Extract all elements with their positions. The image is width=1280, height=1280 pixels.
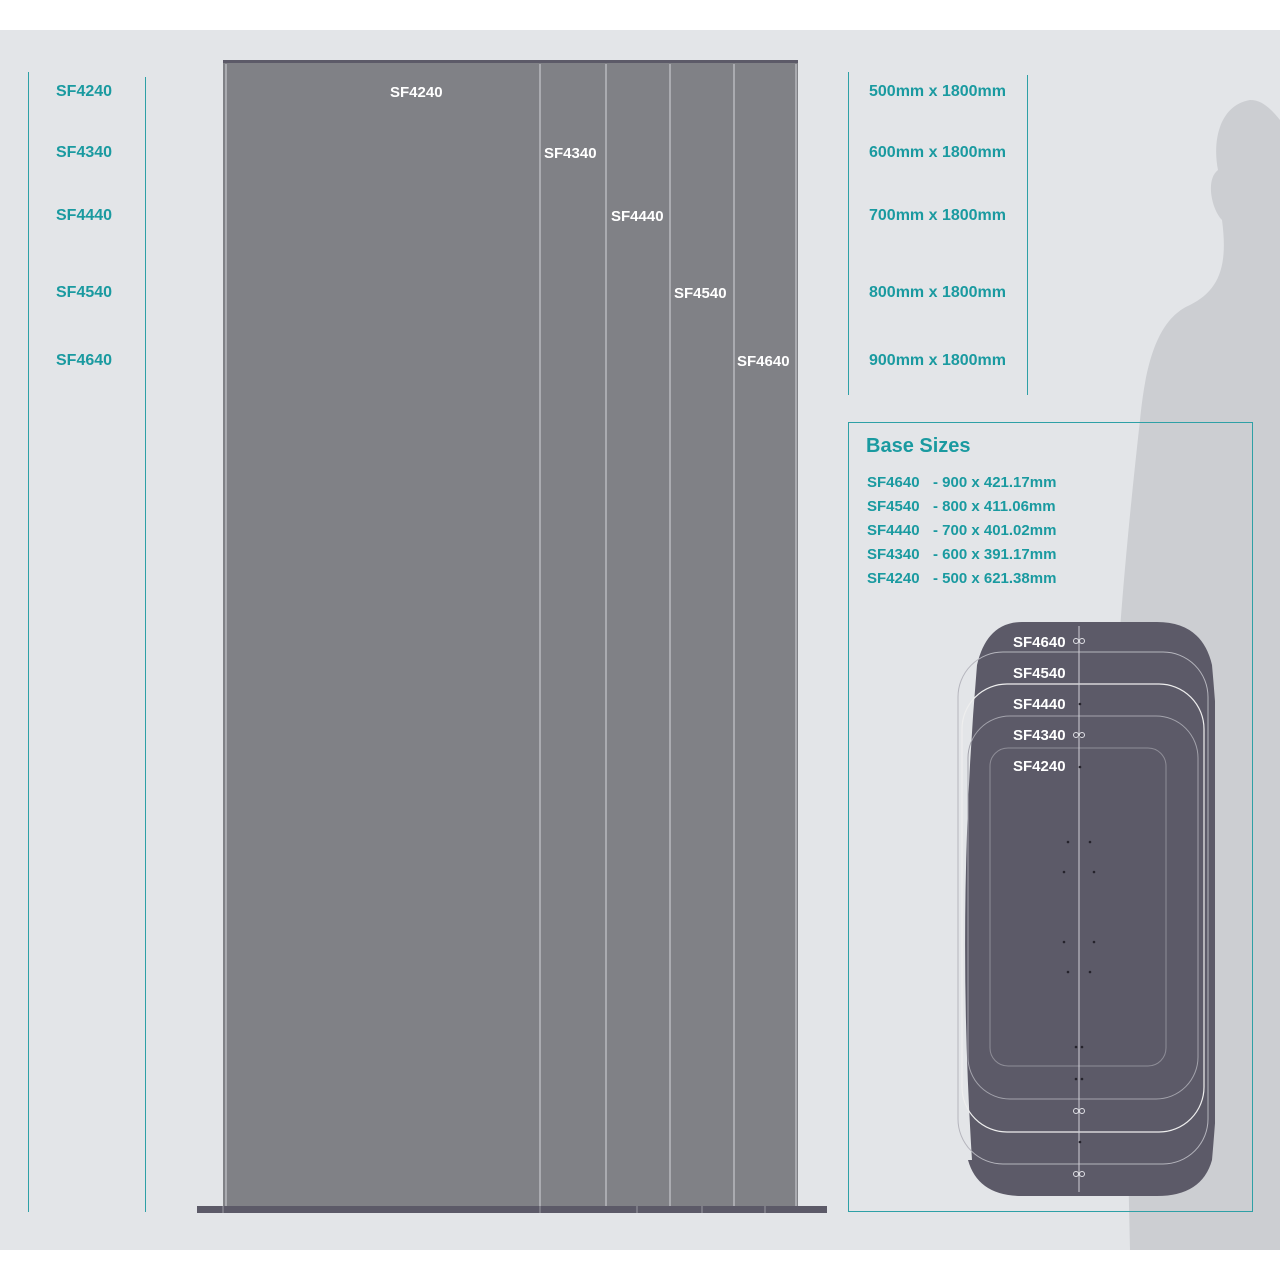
base-sizes-title: Base Sizes [866, 435, 971, 457]
size-label-sf4340: 600mm x 1800mm [869, 144, 1006, 161]
left-rule-outer [28, 72, 29, 1212]
size-label-sf4540: 800mm x 1800mm [869, 284, 1006, 301]
left-rule-inner [145, 77, 146, 1212]
base-size-model: SF4340 [867, 546, 920, 563]
base-label-sf4540: SF4540 [1013, 665, 1066, 682]
base-size-row: SF4440 - 700 x 401.02mm [867, 522, 1056, 539]
base-plates-graphic [957, 622, 1215, 1196]
base-size-dims: - 500 x 621.38mm [933, 570, 1057, 587]
base-size-model: SF4640 [867, 474, 920, 491]
size-label-sf4440: 700mm x 1800mm [869, 207, 1006, 224]
base-size-model: SF4240 [867, 570, 920, 587]
base-size-row: SF4640 - 900 x 421.17mm [867, 474, 1056, 491]
banner-label-sf4540: SF4540 [674, 285, 727, 302]
model-label-sf4240: SF4240 [56, 83, 113, 100]
model-label-sf4640: SF4640 [56, 352, 113, 369]
base-size-dims: - 800 x 411.06mm [933, 498, 1056, 515]
sizes-rule-left [848, 72, 849, 395]
model-label-sf4340: SF4340 [56, 144, 113, 161]
base-size-dims: - 900 x 421.17mm [933, 474, 1057, 491]
sizes-rule-right [1027, 75, 1028, 395]
base-size-model: SF4540 [867, 498, 920, 515]
base-label-sf4640: SF4640 [1013, 634, 1066, 651]
base-size-row: SF4540 - 800 x 411.06mm [867, 498, 1056, 515]
base-size-row: SF4340 - 600 x 391.17mm [867, 546, 1056, 563]
base-size-dims: - 700 x 401.02mm [933, 522, 1057, 539]
base-label-sf4340: SF4340 [1013, 727, 1066, 744]
banner-label-sf4340: SF4340 [544, 145, 597, 162]
model-label-sf4440: SF4440 [56, 207, 113, 224]
base-size-model: SF4440 [867, 522, 920, 539]
base-size-row: SF4240 - 500 x 621.38mm [867, 570, 1056, 587]
size-label-sf4640: 900mm x 1800mm [869, 352, 1006, 369]
banner-stand-graphic [197, 60, 827, 1213]
banner-label-sf4440: SF4440 [611, 208, 664, 225]
size-label-sf4240: 500mm x 1800mm [869, 83, 1006, 100]
base-label-sf4440: SF4440 [1013, 696, 1066, 713]
banner-label-sf4640: SF4640 [737, 353, 790, 370]
model-label-sf4540: SF4540 [56, 284, 113, 301]
base-size-dims: - 600 x 391.17mm [933, 546, 1057, 563]
base-label-sf4240: SF4240 [1013, 758, 1066, 775]
base-sizes-panel [848, 422, 1253, 1212]
diagram-canvas: SF4240 SF4340 SF4440 SF4540 SF4640 SF424… [0, 30, 1280, 1250]
banner-label-sf4240: SF4240 [390, 84, 443, 101]
